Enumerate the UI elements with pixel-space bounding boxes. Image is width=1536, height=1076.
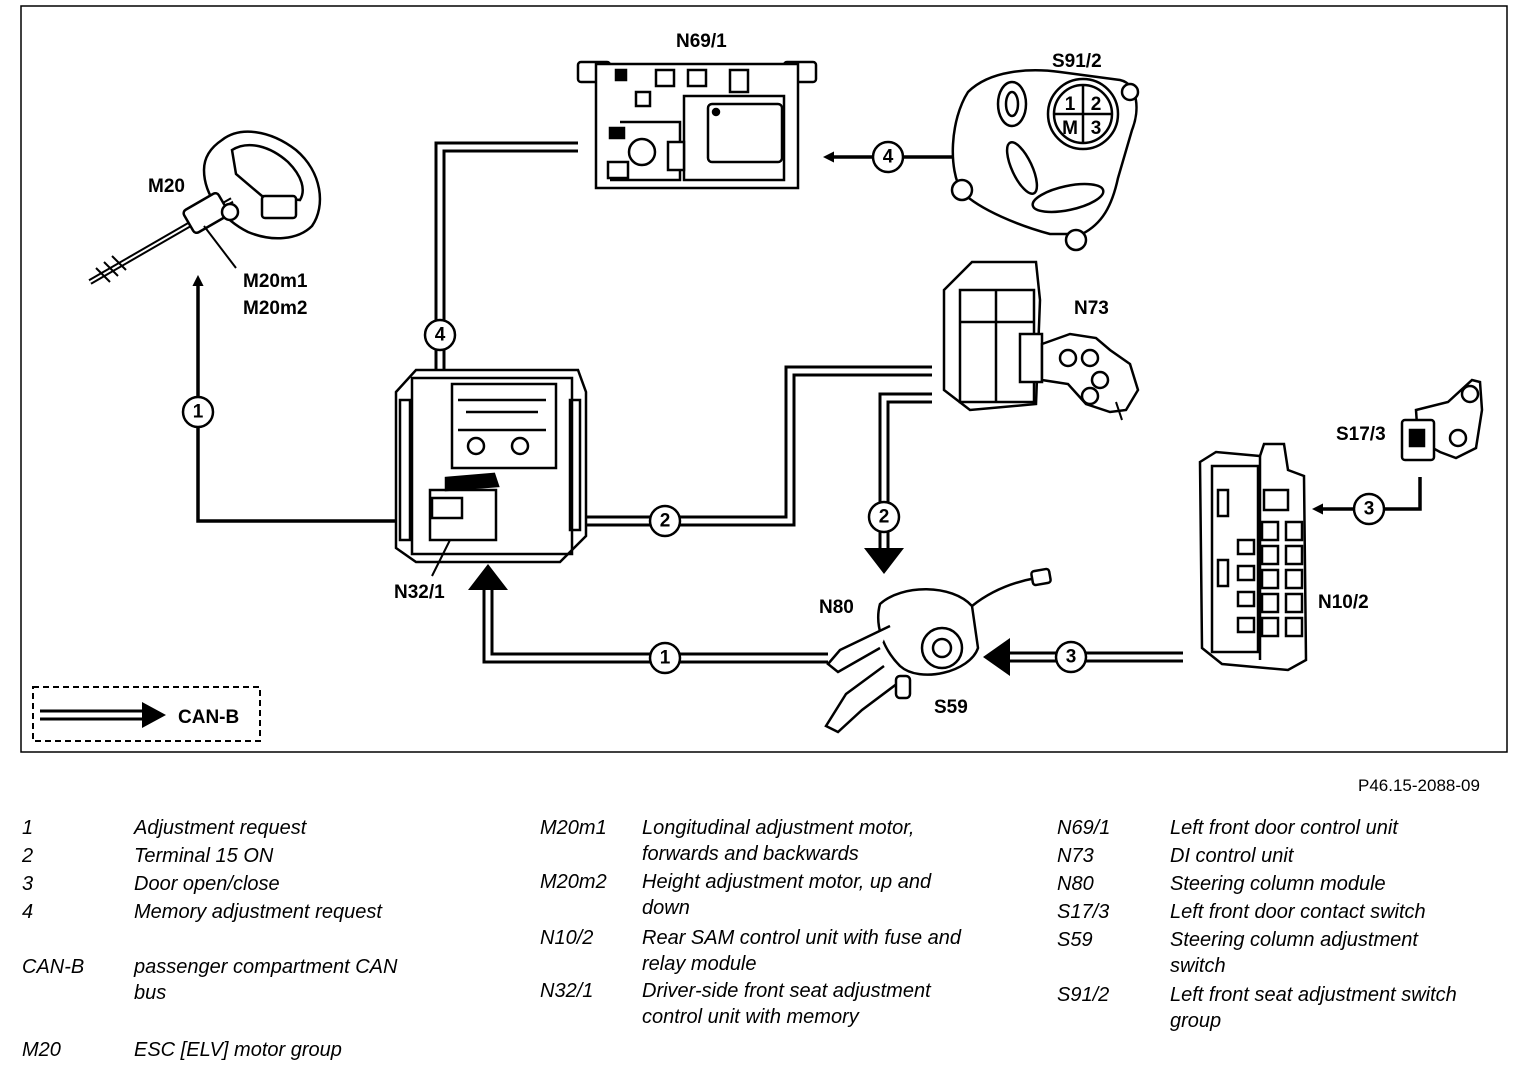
label-n10-2: N10/2 xyxy=(1318,592,1369,613)
legend-key: S59 xyxy=(1057,929,1093,951)
can-b-legend-box: CAN-B xyxy=(32,686,261,742)
label-n73: N73 xyxy=(1074,298,1109,319)
svg-text:2: 2 xyxy=(1091,94,1102,115)
label-n32-1: N32/1 xyxy=(394,582,445,603)
legend-value: Left front door control unit xyxy=(1170,817,1398,839)
signal-circle-3-right: 3 xyxy=(1352,492,1386,526)
legend-key: 3 xyxy=(22,873,34,895)
svg-text:3: 3 xyxy=(1066,647,1077,668)
svg-text:2: 2 xyxy=(879,507,890,528)
svg-text:2: 2 xyxy=(660,511,671,532)
legend-key: N69/1 xyxy=(1057,817,1111,839)
legend-key: CAN-B xyxy=(22,956,85,978)
legend-value: Steering column adjustment switch xyxy=(1170,929,1418,977)
line-m20-request xyxy=(192,274,412,523)
n69-1-door-control-unit-illustration xyxy=(576,60,818,190)
arrowhead-up-n32 xyxy=(468,564,508,590)
can-b-legend-label: CAN-B xyxy=(178,707,239,728)
arrowhead-left-n80 xyxy=(983,638,1010,676)
signal-circle-4-horizontal: 4 xyxy=(871,140,905,174)
label-s91-2: S91/2 xyxy=(1052,51,1102,72)
n32-1-seat-control-unit-illustration xyxy=(394,368,588,577)
svg-text:1: 1 xyxy=(660,648,671,669)
signal-circle-2-vertical: 2 xyxy=(867,500,901,534)
legend-key: M20 xyxy=(22,1039,61,1061)
legend-value: Terminal 15 ON xyxy=(134,845,274,867)
n73-di-control-unit-illustration xyxy=(942,260,1140,421)
s17-3-door-contact-switch-illustration xyxy=(1400,378,1484,462)
label-s59: S59 xyxy=(934,697,968,718)
signal-circles: 1 4 4 2 2 1 3 3 xyxy=(181,140,1386,675)
legend-key: S91/2 xyxy=(1057,984,1110,1006)
legend-value: DI control unit xyxy=(1170,845,1294,867)
arrowhead-down-n80 xyxy=(864,548,904,574)
signal-circle-3-bottom: 3 xyxy=(1054,640,1088,674)
label-m20: M20 xyxy=(148,176,185,197)
legend-value: passenger compartment CAN bus xyxy=(134,956,398,1004)
svg-text:4: 4 xyxy=(435,325,446,346)
component-labels: N69/1 S91/2 M20 M20m1 M20m2 N73 S17/3 N3… xyxy=(148,31,1386,718)
n80-steering-column-module-illustration xyxy=(824,567,1052,734)
legend-key: N73 xyxy=(1057,845,1094,867)
label-s17-3: S17/3 xyxy=(1336,424,1386,445)
signal-circle-1-left: 1 xyxy=(181,395,215,429)
legend-key: N80 xyxy=(1057,873,1094,895)
svg-text:4: 4 xyxy=(883,147,894,168)
n10-2-rear-sam-illustration xyxy=(1198,442,1308,672)
legend-key: M20m1 xyxy=(540,817,607,839)
legend-value: Longitudinal adjustment motor, forwards … xyxy=(642,817,915,865)
signal-circle-2-horizontal: 2 xyxy=(648,504,682,538)
figure-reference: P46.15-2088-09 xyxy=(1358,776,1480,795)
legend-value: Height adjustment motor, up and down xyxy=(642,871,932,919)
svg-text:3: 3 xyxy=(1091,118,1102,139)
legend-value: Adjustment request xyxy=(134,817,307,839)
legend-key: 1 xyxy=(22,817,34,839)
label-n69-1: N69/1 xyxy=(676,31,727,52)
legend-value: Memory adjustment request xyxy=(134,901,382,923)
legend-key: 2 xyxy=(22,845,34,867)
svg-text:M: M xyxy=(1062,118,1078,139)
legend-value: Rear SAM control unit with fuse and rela… xyxy=(642,927,962,975)
s91-2-switch-group-illustration: 1 2 M 3 xyxy=(950,69,1140,252)
legend-key: M20m2 xyxy=(540,871,607,893)
legend-value: Steering column module xyxy=(1170,873,1386,895)
legend-value: Driver-side front seat adjustment contro… xyxy=(642,980,931,1028)
diagram-frame xyxy=(20,5,1508,753)
legend-value: Door open/close xyxy=(134,873,280,895)
legend-value: Left front seat adjustment switch group xyxy=(1170,984,1457,1032)
signal-circle-1-bottom: 1 xyxy=(648,641,682,675)
legend-key: 4 xyxy=(22,901,34,923)
svg-text:1: 1 xyxy=(193,402,204,423)
legend-key: S17/3 xyxy=(1057,901,1110,923)
signal-circle-4-vertical: 4 xyxy=(423,318,457,352)
legend-key: N10/2 xyxy=(540,927,594,949)
label-m20m2: M20m2 xyxy=(243,298,307,319)
m20-steering-column-illustration xyxy=(88,130,322,285)
label-n80: N80 xyxy=(819,597,854,618)
svg-text:3: 3 xyxy=(1364,499,1375,520)
legend-key: N32/1 xyxy=(540,980,594,1002)
label-m20m1: M20m1 xyxy=(243,271,308,292)
svg-text:1: 1 xyxy=(1065,94,1076,115)
legend-value: Left front door contact switch xyxy=(1170,901,1426,923)
legend-value: ESC [ELV] motor group xyxy=(134,1039,342,1061)
